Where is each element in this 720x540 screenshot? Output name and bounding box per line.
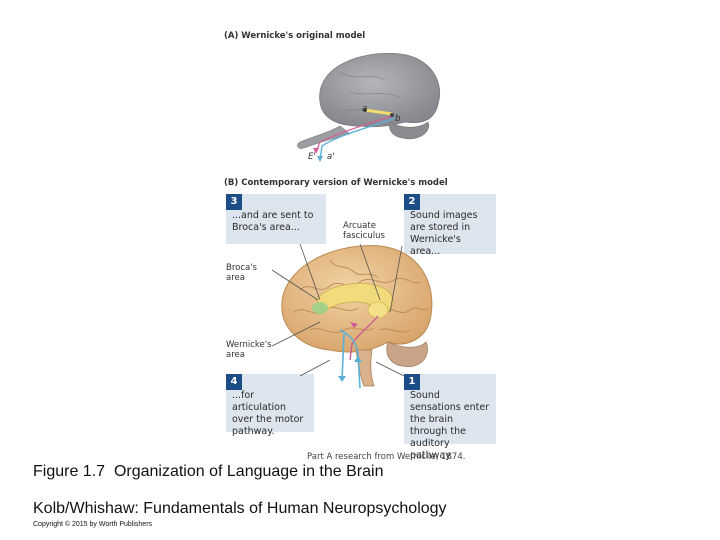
step-3-badge: 3 <box>226 194 242 210</box>
letter-e: E' <box>308 152 316 162</box>
step-4-badge: 4 <box>226 374 242 390</box>
book-title: Kolb/Whishaw: Fundamentals of Human Neur… <box>33 500 447 517</box>
image-credit: Part A research from Wernicke, 1874. <box>307 452 466 462</box>
step-1-text: Sound sensations enter the brain through… <box>410 390 490 461</box>
broca-label: Broca's area <box>226 263 257 283</box>
step-4-box: 4 ...for articulation over the motor pat… <box>226 374 314 437</box>
letter-a-prime: a' <box>327 152 335 162</box>
panel-b-title: (B) Contemporary version of Wernicke's m… <box>224 178 448 188</box>
step-4-text: ...for articulation over the motor pathw… <box>232 390 304 437</box>
figure-title: Organization of Language in the Brain <box>113 463 384 480</box>
copyright: Copyright © 2015 by Worth Publishers <box>33 521 153 528</box>
figure-number: Figure 1.7 <box>33 463 106 480</box>
arcuate-label: Arcuate fasciculus <box>343 221 385 241</box>
wernicke-label: Wernicke's area <box>226 340 272 360</box>
step-2-badge: 2 <box>404 194 420 210</box>
panel-a-title: (A) Wernicke's original model <box>224 31 366 41</box>
step-2-box: 2 Sound images are stored in Wernicke's … <box>404 194 496 257</box>
panel-a-brain-illustration <box>297 53 441 162</box>
letter-b: b <box>395 114 401 124</box>
letter-a: a <box>362 104 368 114</box>
step-3-box: 3 ...and are sent to Broca's area... <box>226 194 326 244</box>
step-2-text: Sound images are stored in Wernicke's ar… <box>410 210 478 257</box>
figure-caption: Figure 1.7 Organization of Language in t… <box>33 463 383 481</box>
step-3-text: ...and are sent to Broca's area... <box>232 210 314 233</box>
panel-b-brain-illustration <box>281 245 433 389</box>
step-1-box: 1 Sound sensations enter the brain throu… <box>404 374 496 461</box>
step-1-badge: 1 <box>404 374 420 390</box>
